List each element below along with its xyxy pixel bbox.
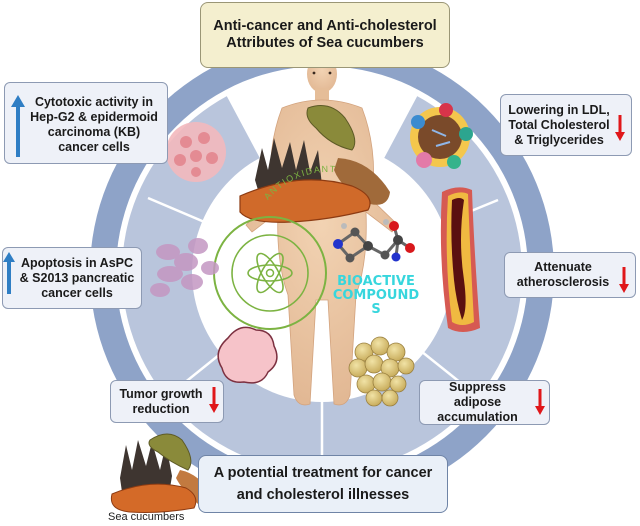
effect-box-atherosclerosis: Attenuate atherosclerosis (504, 252, 636, 298)
effect-box-apoptosis: Apoptosis in AsPC & S2013 pancreatic can… (2, 247, 142, 309)
tumor-mass-icon (217, 326, 278, 384)
cancer-cell-cluster-icon (166, 122, 226, 182)
sea-cucumbers-label: Sea cucumbers (108, 511, 185, 523)
effect-box-adipose: Suppress adipose accumulation (419, 380, 550, 425)
effect-box-cytotoxic: Cytotoxic activity in Hep-G2 & epidermoi… (4, 82, 168, 164)
pancreatic-cells-icon (150, 238, 219, 297)
conclusion-text: A potential treatment for cancer and cho… (213, 464, 433, 503)
effect-box-tumor: Tumor growth reduction (110, 380, 224, 423)
sea-cucumbers-image (110, 433, 212, 513)
bioactive-label-1: BIOACTIVE (337, 274, 415, 289)
up-arrow-icon (11, 95, 25, 157)
down-arrow-icon (619, 267, 629, 293)
effect-label: Tumor growth reduction (119, 386, 203, 416)
bioactive-label-2: COMPOUND (333, 288, 420, 303)
effect-label: Lowering in LDL, Total Cholesterol & Tri… (508, 102, 610, 147)
lipoprotein-icon (410, 103, 473, 169)
effect-label: Suppress adipose accumulation (437, 380, 518, 424)
down-arrow-icon (535, 389, 545, 415)
bioactive-molecule-icon (333, 219, 415, 263)
down-arrow-icon (209, 387, 219, 413)
effect-box-ldl: Lowering in LDL, Total Cholesterol & Tri… (500, 94, 632, 156)
bioactive-label-3: S (371, 302, 380, 317)
effect-label: Apoptosis in AsPC & S2013 pancreatic can… (19, 255, 135, 300)
effect-label: Cytotoxic activity in Hep-G2 & epidermoi… (30, 95, 158, 154)
title-box: Anti-cancer and Anti-cholesterol Attribu… (200, 2, 450, 68)
effect-label: Attenuate atherosclerosis (516, 260, 610, 289)
down-arrow-icon (615, 115, 625, 141)
artery-plaque-icon (440, 187, 480, 332)
sea-cucumber-cluster-center (239, 105, 390, 223)
diagram-title: Anti-cancer and Anti-cholesterol Attribu… (213, 17, 437, 51)
up-arrow-icon (3, 252, 15, 294)
adipocytes-icon (348, 336, 415, 407)
conclusion-box: A potential treatment for cancer and cho… (198, 455, 448, 513)
